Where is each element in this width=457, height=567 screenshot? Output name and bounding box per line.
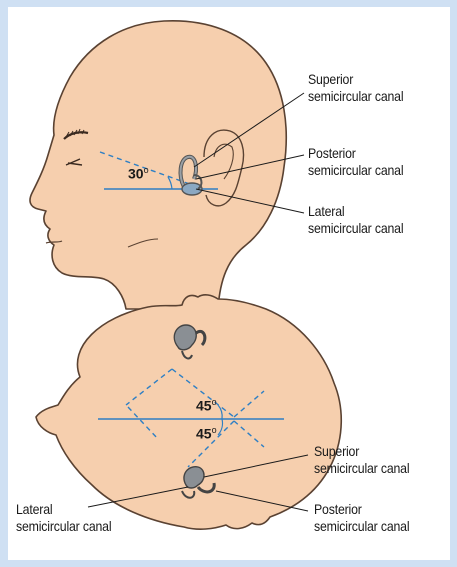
label-posterior-top: Posterior semicircular canal (314, 501, 409, 535)
label-line-2: semicircular canal (16, 518, 111, 535)
figure-panel: 30o Superior semicircular canal Posterio… (8, 7, 450, 560)
head-profile (30, 21, 286, 309)
degree-symbol: o (212, 425, 217, 435)
label-lateral-side: Lateral semicircular canal (308, 203, 403, 237)
label-line-1: Superior (308, 71, 403, 88)
label-lateral-top: Lateral semicircular canal (16, 501, 111, 535)
label-line-1: Posterior (308, 145, 403, 162)
angle-label-45-lower: 45o (196, 425, 217, 442)
label-line-2: semicircular canal (308, 162, 403, 179)
angle-value-45-upper: 45 (196, 398, 212, 414)
degree-symbol: o (212, 397, 217, 407)
angle-label-45-upper: 45o (196, 397, 217, 414)
label-superior-side: Superior semicircular canal (308, 71, 403, 105)
label-line-2: semicircular canal (308, 220, 403, 237)
label-line-1: Lateral (16, 501, 111, 518)
label-posterior-side: Posterior semicircular canal (308, 145, 403, 179)
label-superior-top: Superior semicircular canal (314, 443, 409, 477)
label-line-1: Superior (314, 443, 409, 460)
label-line-2: semicircular canal (314, 518, 409, 535)
label-line-1: Posterior (314, 501, 409, 518)
angle-value-45-lower: 45 (196, 426, 212, 442)
label-line-2: semicircular canal (308, 88, 403, 105)
label-line-2: semicircular canal (314, 460, 409, 477)
degree-symbol: o (144, 165, 149, 175)
label-line-1: Lateral (308, 203, 403, 220)
side-view-head (30, 21, 286, 309)
angle-label-30: 30o (128, 165, 149, 182)
angle-value-30: 30 (128, 166, 144, 182)
